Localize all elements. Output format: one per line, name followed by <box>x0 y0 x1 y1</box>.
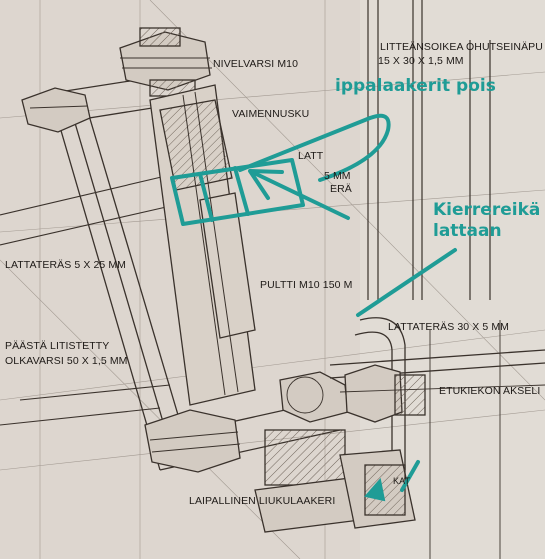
label-paasta-line1: PÄÄSTÄ LITISTETTY <box>5 340 110 352</box>
label-litteansoikea-line1: LITTEÄNSOIKEA OHUTSEINÄPU <box>380 41 543 53</box>
label-pultti: PULTTI M10 150 M <box>260 279 353 291</box>
label-paasta-line2: OLKAVARSI 50 X 1,5 MM <box>5 355 128 367</box>
label-vaimennuskumi: VAIMENNUSKU <box>232 108 310 120</box>
label-lattateras-5x25: LATTATERÄS 5 X 25 MM <box>5 259 127 271</box>
label-lattateras-30x5: LATTATERÄS 30 X 5 MM <box>388 321 510 333</box>
annotation-kierrereika-line2: lattaan <box>433 221 502 241</box>
label-litteansoikea-line2: 15 X 30 X 1,5 MM <box>378 55 464 67</box>
label-latta-partial: LATT <box>298 150 324 162</box>
label-laipallinen-liukulaakeri: LAIPALLINEN LIUKULAAKERI <box>189 495 336 507</box>
label-nivelvarsi: NIVELVARSI M10 <box>213 58 299 70</box>
annotation-laakerit-pois: ippalaakerit pois <box>335 76 496 96</box>
label-etukiekon-akseli: ETUKIEKON AKSELI <box>439 385 541 397</box>
annotation-kierrereika-line1: Kierrereikä <box>433 200 541 220</box>
label-mm-partial: 5 MM <box>324 170 351 182</box>
label-tera-partial: ERÄ <box>330 183 352 195</box>
label-partial-bottom: KAT <box>393 476 411 486</box>
